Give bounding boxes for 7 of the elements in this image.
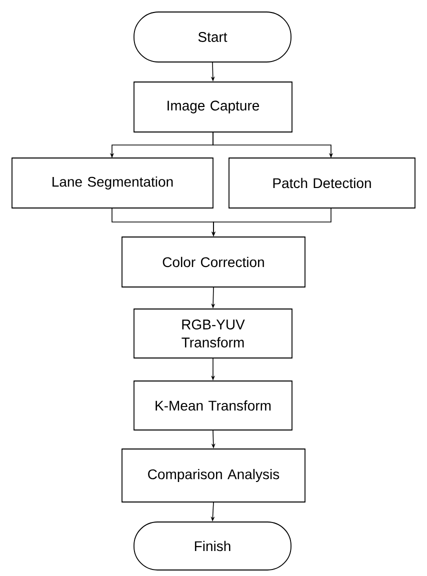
- process-box: Lane Segmentation: [12, 158, 214, 208]
- process-box: Comparison Analysis: [122, 448, 306, 502]
- process-box: Color Correction: [122, 236, 306, 288]
- process-box: Image Capture: [134, 82, 292, 132]
- process-box: Patch Detection: [228, 158, 416, 208]
- process-box: RGB-YUV Transform: [134, 308, 292, 358]
- process-box: K-Mean Transform: [134, 380, 292, 430]
